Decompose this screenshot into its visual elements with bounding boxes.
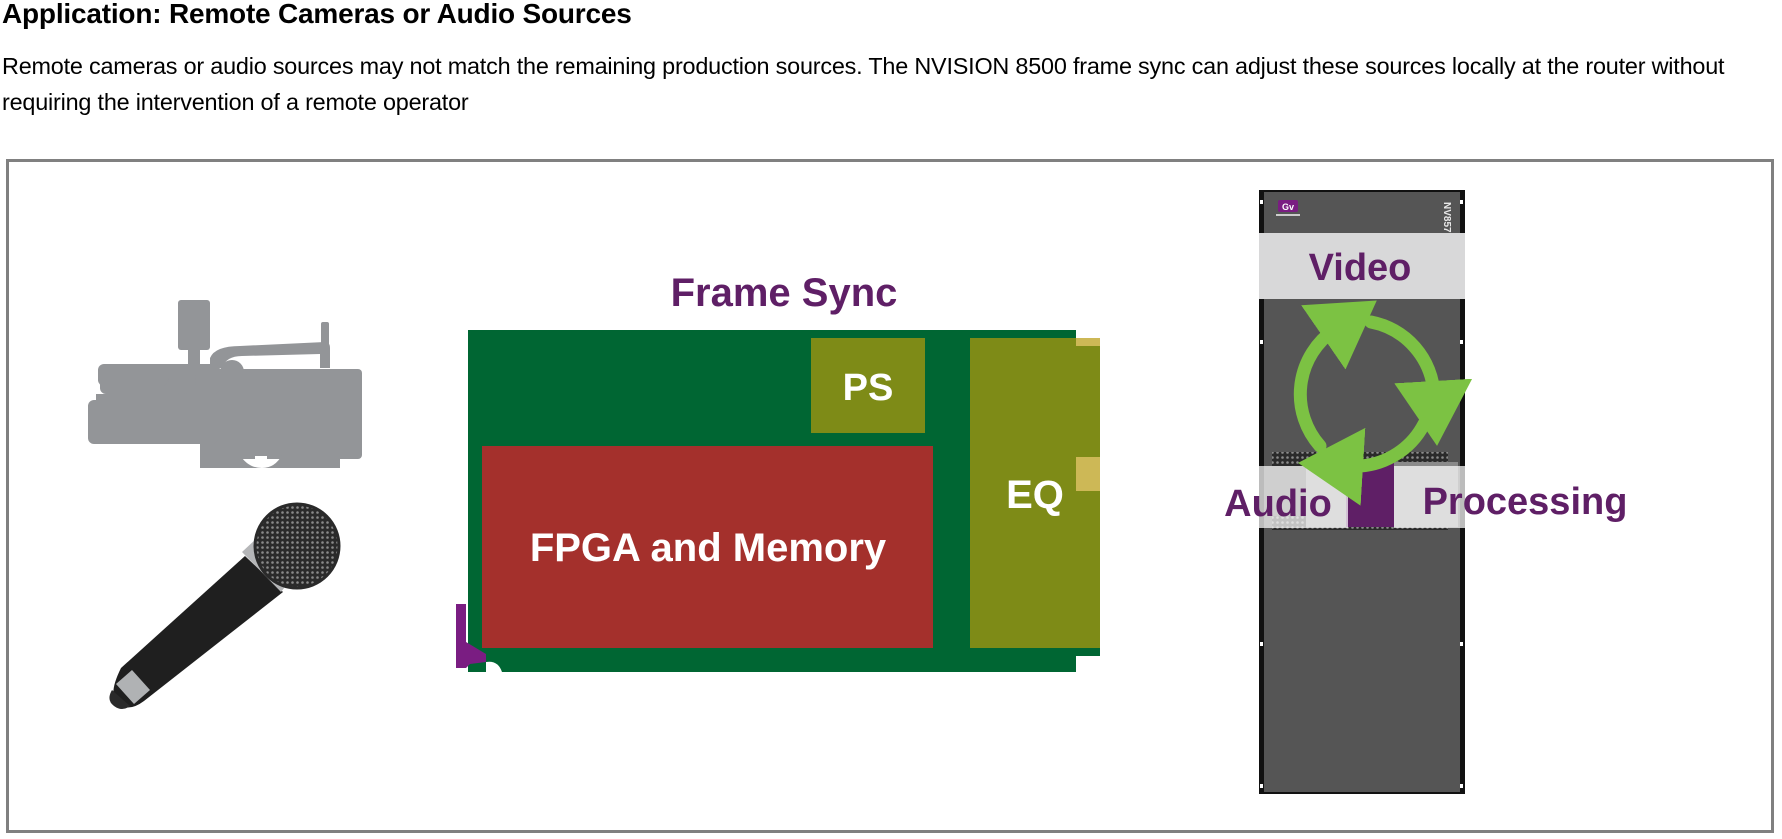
diagram-frame [6,159,1774,833]
card-latch [456,604,486,668]
ps-block [811,338,925,433]
page-description: Remote cameras or audio sources may not … [2,53,1725,115]
eq-block [970,338,1100,648]
rail-holes [1260,200,1463,788]
router-frame: Gv NV8576 Video Audio Processing [1224,190,1627,794]
eq-label: EQ [1006,473,1064,517]
fpga-memory-label: FPGA and Memory [530,526,887,570]
ps-label: PS [843,367,894,409]
video-label: Video [1309,247,1412,289]
fpga-memory-block [482,446,933,648]
logo-icon: Gv [1276,200,1300,216]
svg-text:Gv: Gv [1282,202,1294,212]
router-model-label: NV8576 [1441,202,1452,239]
cycle-arrows-icon [1293,300,1473,506]
processing-band-left [1394,466,1480,528]
camera-icon [88,300,362,468]
microphone-icon [109,502,341,709]
page-title: Application: Remote Cameras or Audio Sou… [2,0,632,29]
video-band [1259,233,1465,299]
audio-label: Audio [1224,483,1332,525]
frame-sync-card: EQ PS FPGA and Memory [456,330,1100,672]
processing-label: Processing [1423,481,1628,523]
frame-sync-title: Frame Sync [671,271,898,315]
